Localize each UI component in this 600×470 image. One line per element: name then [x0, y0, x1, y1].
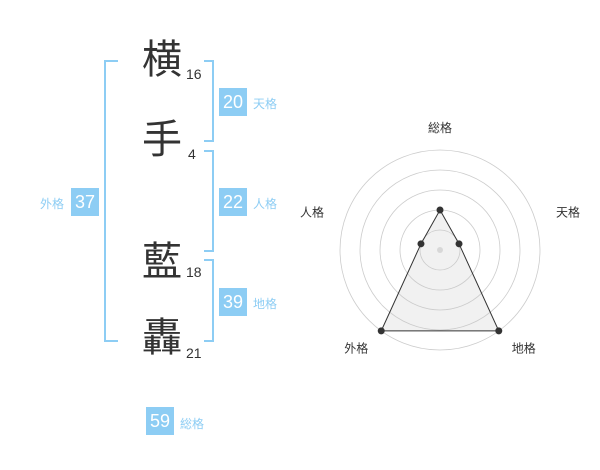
name-char-3: 藍: [142, 239, 182, 285]
jinkaku-bracket: [204, 150, 214, 252]
radar-ring-3: [379, 189, 501, 311]
radar-point-4: [417, 240, 425, 248]
radar-shape: [377, 206, 503, 335]
gaikaku-badge: 37: [71, 188, 99, 216]
radar-axis-label-3: 外格: [344, 341, 368, 356]
tenkaku-badge: 20: [219, 88, 247, 116]
stroke-count-2: 4: [188, 146, 196, 162]
radar-point-1: [455, 240, 463, 248]
radar-center: [437, 247, 443, 253]
jinkaku-label: 人格: [253, 197, 278, 211]
name-char-2: 手: [142, 117, 182, 163]
radar-polygon: [380, 208, 500, 332]
radar-axis-label-1: 天格: [556, 204, 580, 219]
soukaku-label: 総格: [180, 417, 205, 431]
radar-ring-5: [339, 149, 541, 351]
radar-axis-label-4: 人格: [300, 204, 324, 219]
soukaku-badge: 59: [146, 407, 174, 435]
radar-axis-label-0: 総格: [428, 120, 452, 135]
name-char-4: 轟: [142, 315, 182, 361]
chikaku-badge: 39: [219, 288, 247, 316]
radar-ring-4: [359, 169, 521, 331]
radar-axis-label-2: 地格: [512, 341, 536, 356]
radar-point-3: [377, 327, 385, 335]
name-char-1: 横: [142, 37, 182, 83]
gaikaku-label: 外格: [40, 197, 65, 211]
jinkaku-badge: 22: [219, 188, 247, 216]
stroke-count-1: 16: [186, 66, 202, 82]
tenkaku-bracket: [204, 60, 214, 142]
radar-point-2: [495, 327, 503, 335]
tenkaku-label: 天格: [253, 97, 278, 111]
gaikaku-bracket: [104, 60, 118, 342]
stroke-count-3: 18: [186, 264, 202, 280]
stroke-count-4: 21: [186, 345, 202, 361]
chikaku-bracket: [204, 259, 214, 342]
radar-ring-1: [419, 229, 461, 271]
radar-point-0: [436, 206, 444, 214]
chikaku-label: 地格: [253, 297, 278, 311]
